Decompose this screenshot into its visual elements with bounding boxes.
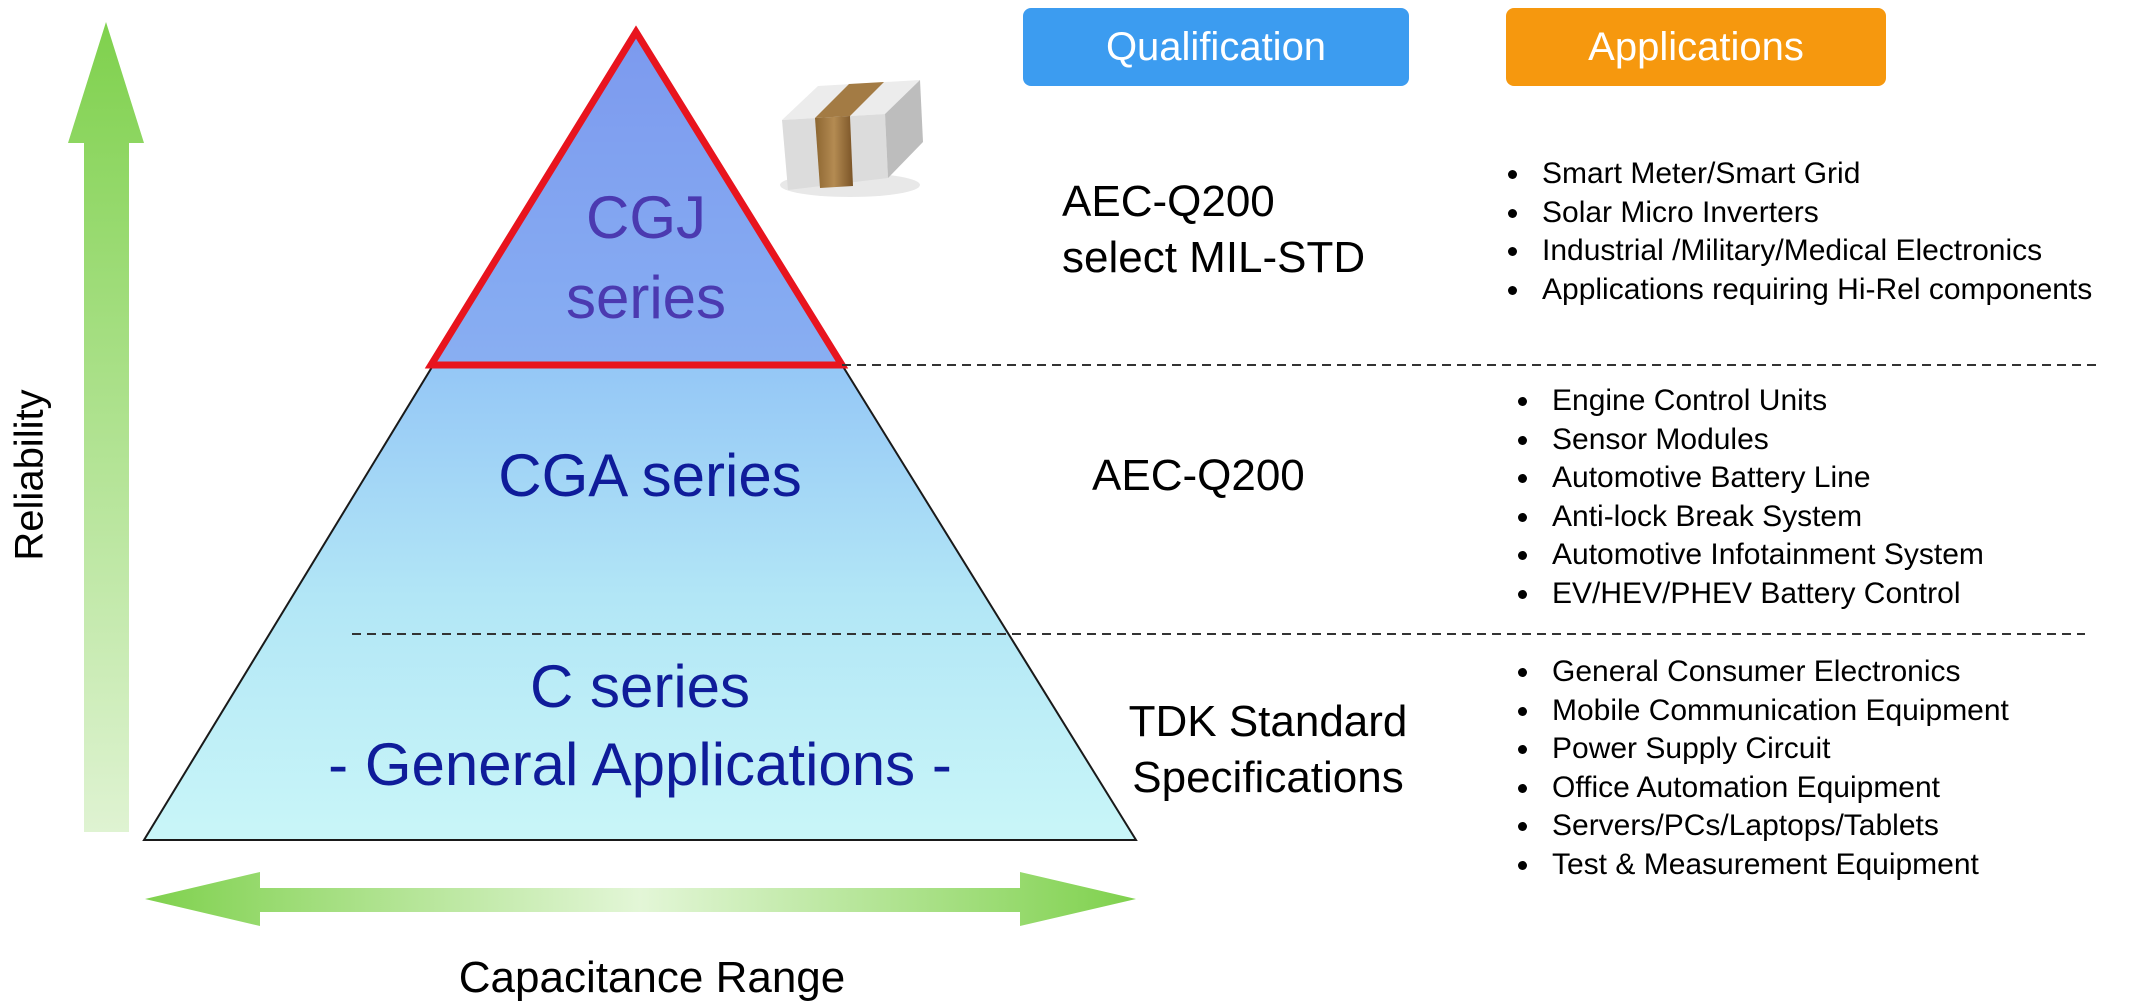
reliability-axis-label: Reliability bbox=[7, 389, 52, 561]
list-item: Solar Micro Inverters bbox=[1532, 194, 2092, 233]
qualification-cgj: AEC-Q200 select MIL-STD bbox=[1062, 174, 1365, 286]
qualification-header-label: Qualification bbox=[1105, 24, 1327, 69]
applications-header-label: Applications bbox=[1588, 24, 1804, 69]
tier-cgj-line1: CGJ bbox=[586, 184, 706, 251]
applications-header: Applications bbox=[1506, 8, 1886, 86]
qualification-c: TDK Standard Specifications bbox=[1108, 694, 1428, 806]
applications-cga-list: Engine Control Units Sensor Modules Auto… bbox=[1512, 382, 1984, 613]
qualification-cga-line1: AEC-Q200 bbox=[1092, 451, 1305, 500]
list-item: Servers/PCs/Laptops/Tablets bbox=[1542, 807, 2009, 846]
tier-c-line1: C series bbox=[529, 653, 751, 720]
capacitance-axis-label: Capacitance Range bbox=[458, 953, 846, 1002]
list-item: Applications requiring Hi-Rel components bbox=[1532, 271, 2092, 310]
applications-c-list: General Consumer Electronics Mobile Comm… bbox=[1512, 653, 2009, 884]
list-item: Engine Control Units bbox=[1542, 382, 1984, 421]
tier-c-label: C series - General Applications - bbox=[250, 648, 1030, 804]
reliability-arrow bbox=[68, 22, 144, 832]
qualification-header: Qualification bbox=[1023, 8, 1409, 86]
tier-cga-line1: CGA series bbox=[498, 442, 802, 509]
list-item: Smart Meter/Smart Grid bbox=[1532, 155, 2092, 194]
list-item: Industrial /Military/Medical Electronics bbox=[1532, 232, 2092, 271]
capacitance-arrow bbox=[145, 872, 1136, 926]
list-item: Mobile Communication Equipment bbox=[1542, 692, 2009, 731]
qualification-cgj-line1: AEC-Q200 bbox=[1062, 177, 1275, 226]
list-item: General Consumer Electronics bbox=[1542, 653, 2009, 692]
list-item: Anti-lock Break System bbox=[1542, 498, 1984, 537]
list-item: Power Supply Circuit bbox=[1542, 730, 2009, 769]
list-item: Office Automation Equipment bbox=[1542, 769, 2009, 808]
list-item: Sensor Modules bbox=[1542, 421, 1984, 460]
applications-cgj-list: Smart Meter/Smart Grid Solar Micro Inver… bbox=[1502, 155, 2092, 309]
list-item: Test & Measurement Equipment bbox=[1542, 846, 2009, 885]
capacitor-chip-icon bbox=[780, 80, 923, 197]
qualification-c-line1: TDK Standard bbox=[1128, 697, 1408, 746]
qualification-cgj-line2: select MIL-STD bbox=[1062, 233, 1366, 282]
tier-cga-label: CGA series bbox=[420, 438, 880, 514]
pyramid bbox=[142, 30, 1138, 841]
list-item: EV/HEV/PHEV Battery Control bbox=[1542, 575, 1984, 614]
list-item: Automotive Infotainment System bbox=[1542, 536, 1984, 575]
top-tier-triangle bbox=[424, 25, 849, 369]
tier-cgj-label: CGJ series bbox=[536, 178, 756, 338]
qualification-c-line2: Specifications bbox=[1132, 753, 1404, 802]
qualification-cga: AEC-Q200 bbox=[1092, 448, 1305, 504]
tier-c-line2: - General Applications - bbox=[328, 731, 952, 798]
list-item: Automotive Battery Line bbox=[1542, 459, 1984, 498]
tier-cgj-line2: series bbox=[565, 264, 727, 331]
